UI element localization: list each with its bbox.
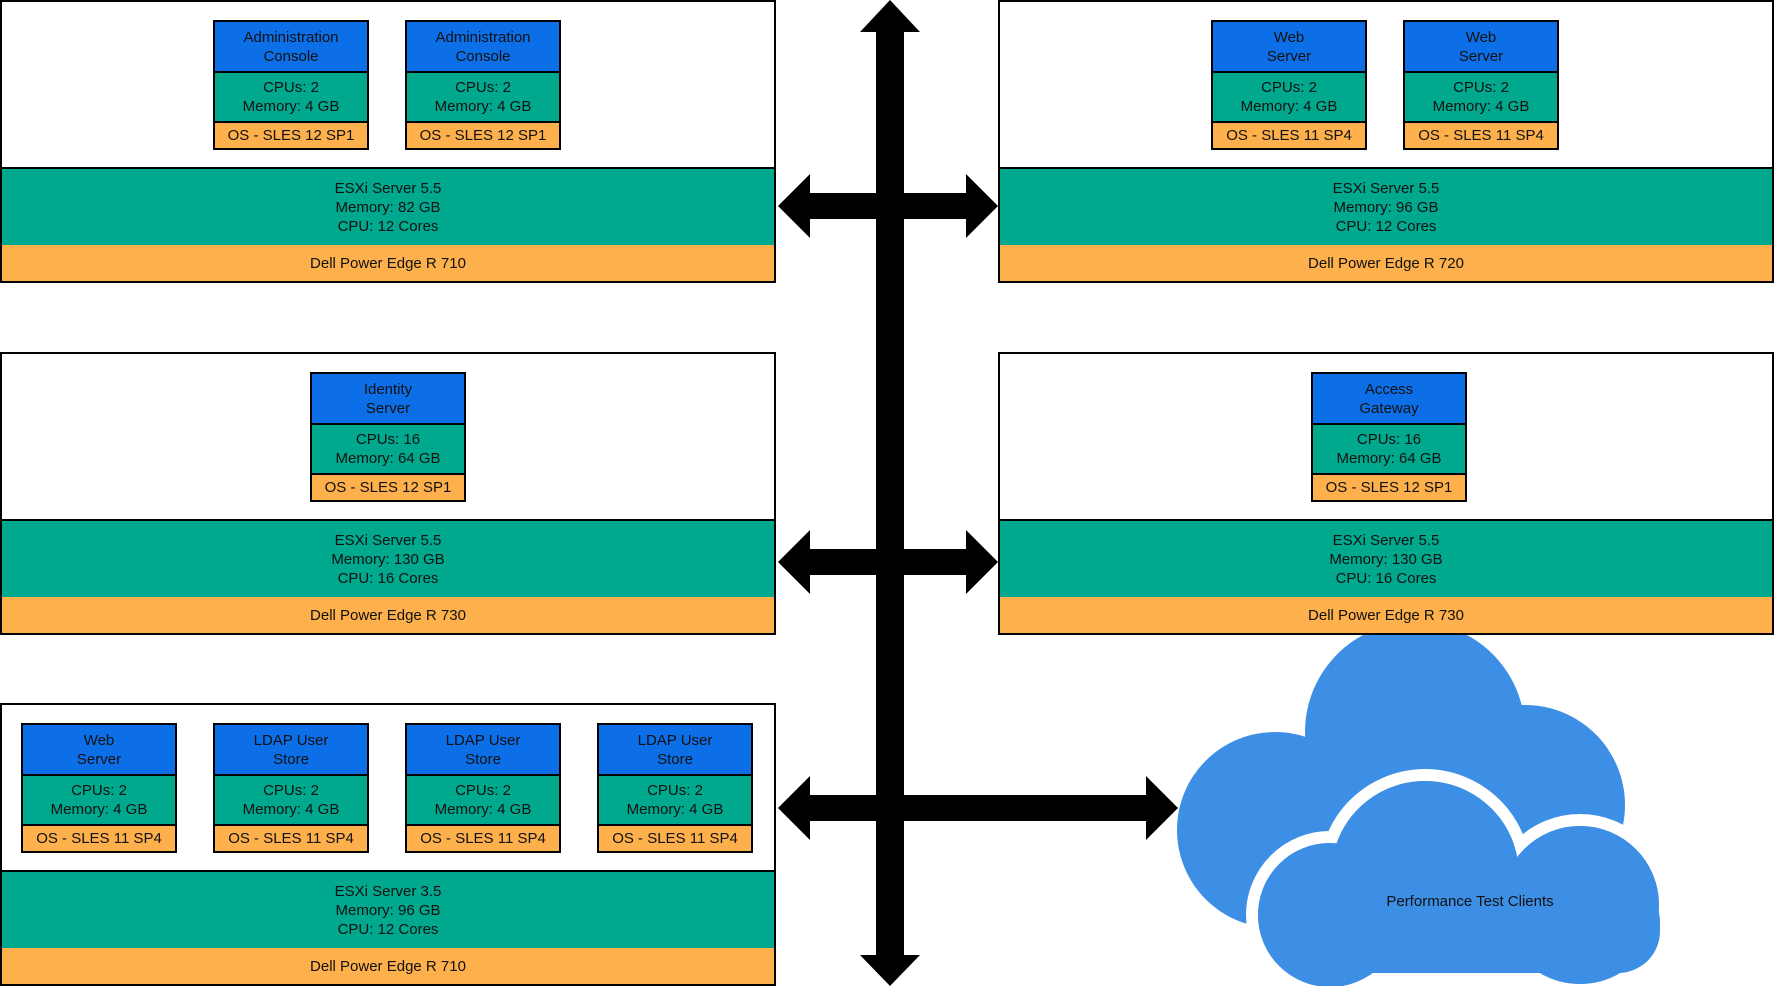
vm-name: LDAP User Store <box>599 725 751 776</box>
vm-box: LDAP User Store CPUs: 2 Memory: 4 GB OS … <box>213 723 369 853</box>
vm-box: LDAP User Store CPUs: 2 Memory: 4 GB OS … <box>405 723 561 853</box>
esxi-host: ESXi Server 5.5 Memory: 96 GB CPU: 12 Co… <box>1000 167 1772 247</box>
vm-name: Web Server <box>1213 22 1365 73</box>
backbone-arrow-down <box>860 930 920 986</box>
vm-name: Administration Console <box>215 22 367 73</box>
vm-area: Access Gateway CPUs: 16 Memory: 64 GB OS… <box>1000 354 1772 520</box>
vm-area: Web Server CPUs: 2 Memory: 4 GB OS - SLE… <box>1000 2 1772 168</box>
vm-box: Web Server CPUs: 2 Memory: 4 GB OS - SLE… <box>21 723 177 853</box>
connector-row-3 <box>778 776 1178 840</box>
backbone-arrow-up <box>860 0 920 62</box>
vm-box: Administration Console CPUs: 2 Memory: 4… <box>405 20 561 150</box>
vm-name: Web Server <box>23 725 175 776</box>
vm-name: Access Gateway <box>1313 374 1465 425</box>
server-box: Web Server CPUs: 2 Memory: 4 GB OS - SLE… <box>0 703 776 986</box>
vm-resources: CPUs: 2 Memory: 4 GB <box>215 73 367 123</box>
server-box: Identity Server CPUs: 16 Memory: 64 GB O… <box>0 352 776 635</box>
vm-name: LDAP User Store <box>407 725 559 776</box>
hardware-label: Dell Power Edge R 720 <box>1000 245 1772 281</box>
vm-resources: CPUs: 2 Memory: 4 GB <box>599 776 751 826</box>
hardware-label: Dell Power Edge R 730 <box>1000 597 1772 633</box>
vm-area: Administration Console CPUs: 2 Memory: 4… <box>2 2 774 168</box>
vm-name: Administration Console <box>407 22 559 73</box>
vm-box: Identity Server CPUs: 16 Memory: 64 GB O… <box>310 372 466 502</box>
vm-resources: CPUs: 2 Memory: 4 GB <box>407 776 559 826</box>
hardware-label: Dell Power Edge R 710 <box>2 948 774 984</box>
vm-os: OS - SLES 11 SP4 <box>1405 123 1557 148</box>
vm-os: OS - SLES 11 SP4 <box>215 826 367 851</box>
vm-resources: CPUs: 2 Memory: 4 GB <box>407 73 559 123</box>
vm-resources: CPUs: 2 Memory: 4 GB <box>1213 73 1365 123</box>
vm-resources: CPUs: 2 Memory: 4 GB <box>215 776 367 826</box>
hardware-label: Dell Power Edge R 730 <box>2 597 774 633</box>
vm-os: OS - SLES 12 SP1 <box>1313 475 1465 500</box>
esxi-host: ESXi Server 5.5 Memory: 130 GB CPU: 16 C… <box>2 519 774 599</box>
server-box: Web Server CPUs: 2 Memory: 4 GB OS - SLE… <box>998 0 1774 283</box>
network-backbone <box>860 0 920 986</box>
vm-name: LDAP User Store <box>215 725 367 776</box>
vm-resources: CPUs: 2 Memory: 4 GB <box>23 776 175 826</box>
vm-os: OS - SLES 11 SP4 <box>407 826 559 851</box>
vm-box: Web Server CPUs: 2 Memory: 4 GB OS - SLE… <box>1403 20 1559 150</box>
connector-row-2 <box>778 530 998 594</box>
vm-os: OS - SLES 12 SP1 <box>312 475 464 500</box>
esxi-host: ESXi Server 5.5 Memory: 130 GB CPU: 16 C… <box>1000 519 1772 599</box>
vm-box: Access Gateway CPUs: 16 Memory: 64 GB OS… <box>1311 372 1467 502</box>
esxi-host: ESXi Server 5.5 Memory: 82 GB CPU: 12 Co… <box>2 167 774 247</box>
cloud-label: Performance Test Clients <box>1386 893 1554 910</box>
vm-os: OS - SLES 11 SP4 <box>599 826 751 851</box>
vm-os: OS - SLES 11 SP4 <box>1213 123 1365 148</box>
vm-name: Identity Server <box>312 374 464 425</box>
vm-box: LDAP User Store CPUs: 2 Memory: 4 GB OS … <box>597 723 753 853</box>
cloud-icon <box>1177 622 1671 986</box>
vm-area: Web Server CPUs: 2 Memory: 4 GB OS - SLE… <box>2 705 774 871</box>
vm-box: Web Server CPUs: 2 Memory: 4 GB OS - SLE… <box>1211 20 1367 150</box>
esxi-host: ESXi Server 3.5 Memory: 96 GB CPU: 12 Co… <box>2 870 774 950</box>
vm-box: Administration Console CPUs: 2 Memory: 4… <box>213 20 369 150</box>
vm-area: Identity Server CPUs: 16 Memory: 64 GB O… <box>2 354 774 520</box>
vm-resources: CPUs: 16 Memory: 64 GB <box>1313 425 1465 475</box>
vm-os: OS - SLES 12 SP1 <box>407 123 559 148</box>
server-box: Access Gateway CPUs: 16 Memory: 64 GB OS… <box>998 352 1774 635</box>
vm-os: OS - SLES 11 SP4 <box>23 826 175 851</box>
vm-os: OS - SLES 12 SP1 <box>215 123 367 148</box>
hardware-label: Dell Power Edge R 710 <box>2 245 774 281</box>
vm-resources: CPUs: 2 Memory: 4 GB <box>1405 73 1557 123</box>
server-box: Administration Console CPUs: 2 Memory: 4… <box>0 0 776 283</box>
connector-row-1 <box>778 174 998 238</box>
vm-name: Web Server <box>1405 22 1557 73</box>
vm-resources: CPUs: 16 Memory: 64 GB <box>312 425 464 475</box>
